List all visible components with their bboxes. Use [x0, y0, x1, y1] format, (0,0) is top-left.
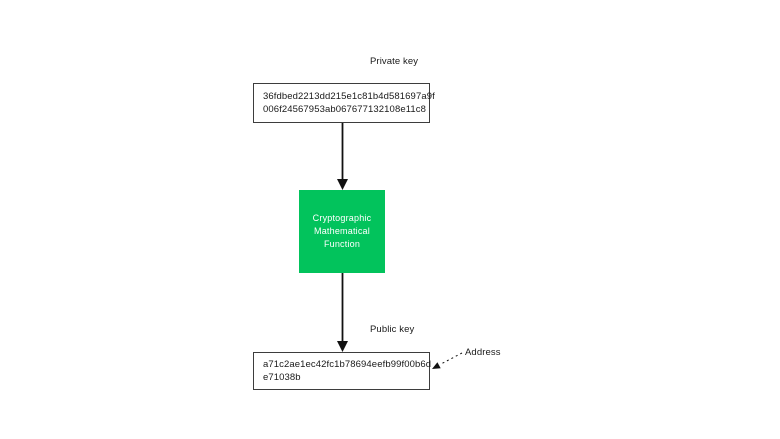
- crypto-function-line1: Cryptographic: [312, 213, 372, 223]
- address-label: Address: [465, 347, 501, 358]
- private-key-box: 36fdbed2213dd215e1c81b4d581697a9f 006f24…: [253, 83, 435, 123]
- crypto-function-line3: Function: [323, 239, 361, 249]
- crypto-function-box: Cryptographic Mathematical Function: [299, 190, 385, 273]
- public-key-value-line2: e71038b: [263, 372, 301, 383]
- private-key-value-line1: 36fdbed2213dd215e1c81b4d581697a9f: [263, 91, 435, 102]
- private-key-value-line2: 006f24567953ab067677132108e11c8: [263, 104, 427, 115]
- public-key-label: Public key: [370, 324, 415, 335]
- private-key-label: Private key: [370, 56, 419, 67]
- address-pointer-arrow-icon: [432, 352, 463, 369]
- arrow-private-to-function-icon: [337, 123, 348, 190]
- public-key-value-line1: a71c2ae1ec42fc1b78694eefb99f00b6d: [263, 359, 432, 370]
- crypto-function-line2: Mathematical: [314, 226, 370, 236]
- public-key-box: a71c2ae1ec42fc1b78694eefb99f00b6d e71038…: [253, 352, 432, 390]
- arrow-function-to-public-icon: [337, 273, 348, 352]
